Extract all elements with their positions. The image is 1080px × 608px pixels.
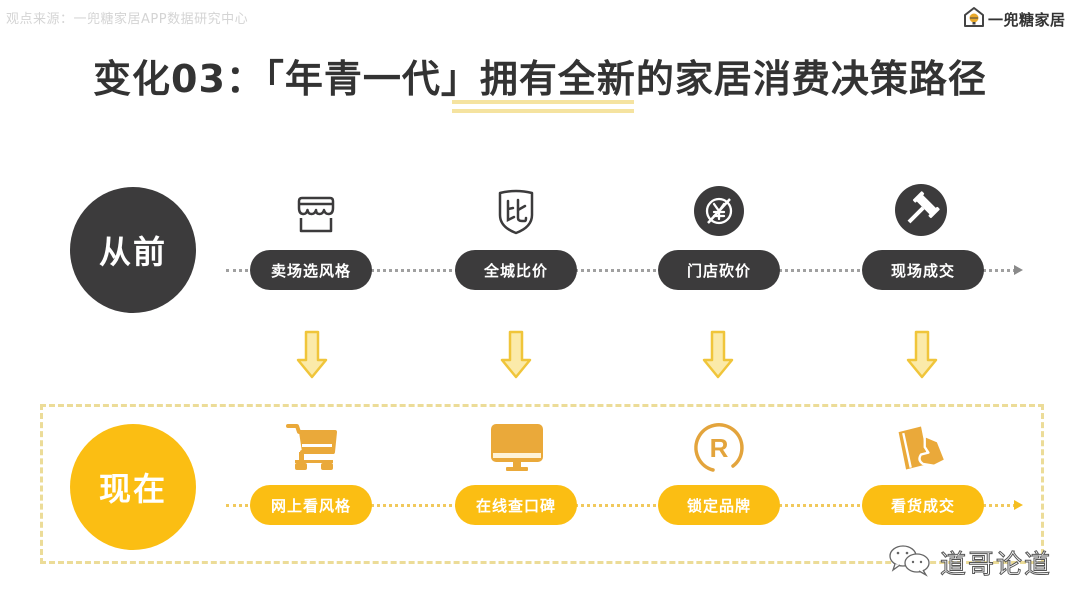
past-circle: 从前 [70, 187, 196, 313]
shield-compare-icon [488, 184, 544, 240]
logo-text: 一兜糖家居 [988, 10, 1066, 29]
past-flow-arrow-icon [1014, 265, 1023, 275]
down-arrow-icon [296, 330, 328, 379]
shopping-cart-icon [284, 420, 340, 476]
storefront-icon [288, 186, 344, 242]
brand-logo: 一兜糖家居 [962, 6, 1066, 32]
now-step-pill: 网上看风格 [250, 485, 372, 525]
past-step-pill: 现场成交 [862, 250, 984, 290]
hand-card-icon [893, 420, 949, 476]
registered-trademark-icon: R [691, 420, 747, 476]
now-circle: 现在 [70, 424, 196, 550]
now-step-pill: 锁定品牌 [658, 485, 780, 525]
down-arrow-icon [702, 330, 734, 379]
gavel-icon [893, 182, 949, 238]
title-underline [452, 109, 634, 113]
no-yuan-icon [691, 183, 747, 239]
title-underline [452, 100, 634, 104]
now-step-pill: 在线查口碑 [455, 485, 577, 525]
source-note: 观点来源：一兜糖家居APP数据研究中心 [6, 12, 249, 27]
wechat-icon [888, 543, 932, 581]
watermark: 道哥论道 [888, 543, 1052, 581]
past-step-pill: 全城比价 [455, 250, 577, 290]
now-step-pill: 看货成交 [862, 485, 984, 525]
page-title: 变化03：「年青一代」拥有全新的家居消费决策路径 [93, 57, 987, 101]
house-bulb-icon [962, 5, 986, 33]
past-step-pill: 门店砍价 [658, 250, 780, 290]
watermark-text: 道哥论道 [939, 549, 1053, 580]
now-flow-line [226, 504, 1016, 507]
now-dashed-frame [40, 404, 1044, 564]
now-flow-arrow-icon [1014, 500, 1023, 510]
down-arrow-icon [500, 330, 532, 379]
monitor-icon [489, 420, 545, 476]
down-arrow-icon [906, 330, 938, 379]
past-flow-line [226, 269, 1016, 272]
past-step-pill: 卖场选风格 [250, 250, 372, 290]
svg-text:R: R [710, 433, 729, 463]
